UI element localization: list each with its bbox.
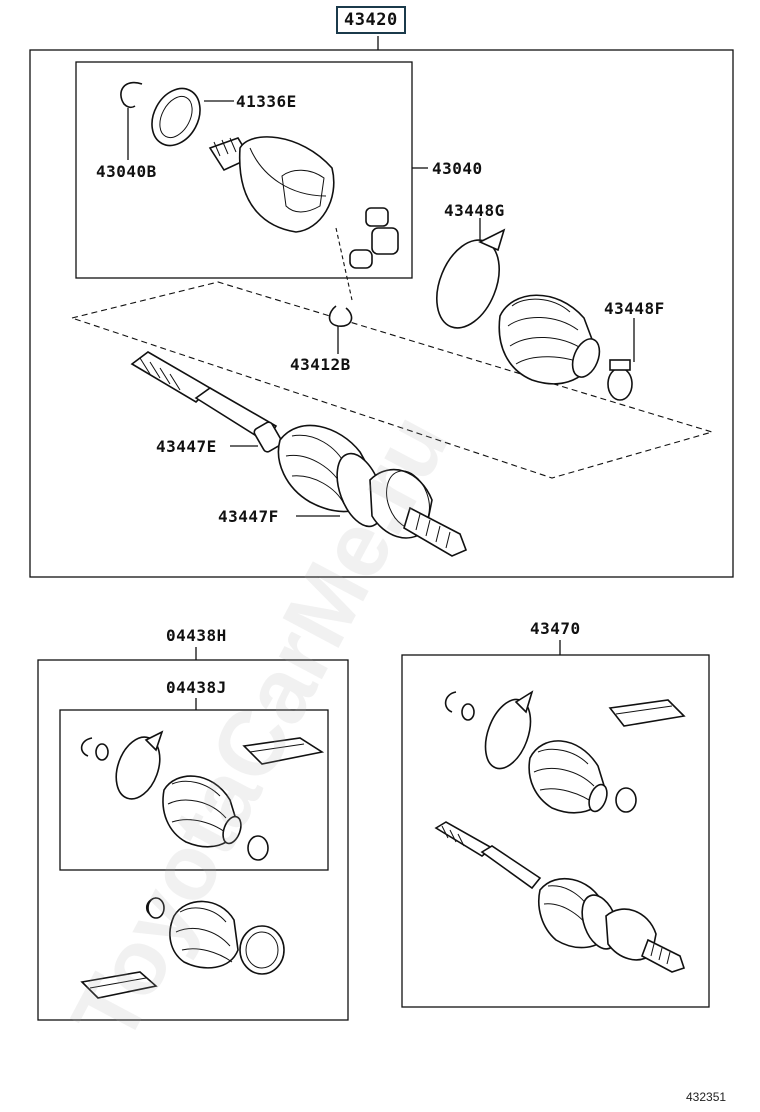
label-43470[interactable]: 43470 (530, 619, 581, 638)
inner-joint-frame (75, 61, 413, 279)
seal-41336e (151, 87, 234, 147)
boot-clamp-43448f (607, 318, 635, 401)
label-43040[interactable]: 43040 (432, 159, 483, 178)
label-43040b[interactable]: 43040B (96, 162, 157, 181)
kit-04438h-parts (80, 897, 285, 999)
kit-04438j-frame (59, 709, 329, 871)
label-43447f[interactable]: 43447F (218, 507, 279, 526)
diagram-code: 432351 (686, 1090, 727, 1104)
snap-ring-43040b (120, 81, 143, 160)
kit-43470-parts (434, 690, 686, 973)
snap-ring-43412b (328, 305, 353, 354)
kit-04438j-parts (80, 730, 325, 861)
kit-04438h-frame (37, 659, 349, 1021)
label-43448f[interactable]: 43448F (604, 299, 665, 318)
inboard-boot (498, 294, 601, 385)
label-04438j[interactable]: 04438J (166, 678, 227, 697)
header-part-number[interactable]: 43420 (336, 6, 406, 34)
kit-43470-frame (401, 654, 710, 1008)
exploded-boundary (70, 281, 714, 479)
boot-clamp-43448g (436, 218, 506, 329)
drive-shaft (130, 351, 468, 557)
label-41336e[interactable]: 41336E (236, 92, 297, 111)
main-assembly-frame (29, 49, 734, 578)
outboard-joint-housing (208, 136, 335, 233)
label-43412b[interactable]: 43412B (290, 355, 351, 374)
tripod-spider (335, 207, 399, 301)
label-04438h[interactable]: 04438H (166, 626, 227, 645)
label-43448g[interactable]: 43448G (444, 201, 505, 220)
label-43447e[interactable]: 43447E (156, 437, 217, 456)
